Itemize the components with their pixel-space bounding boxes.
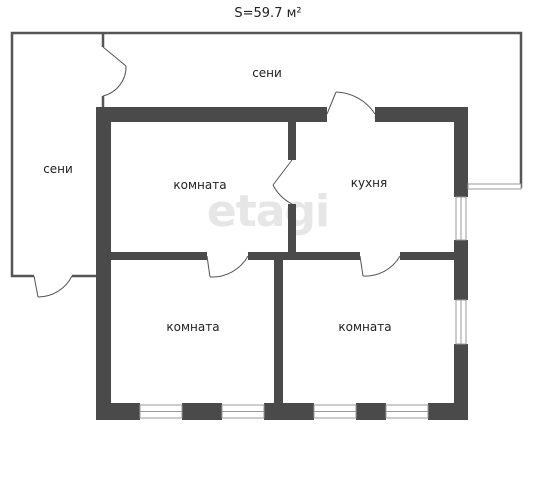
door-room-bottom-right xyxy=(359,255,401,277)
area-label: S=59.7 м² xyxy=(234,6,301,21)
watermark-logo: etagi xyxy=(207,186,329,237)
window-right-room xyxy=(455,299,467,345)
seni-outer-wall xyxy=(10,31,101,278)
door-room-bottom-left xyxy=(206,255,249,278)
door-room-kitchen xyxy=(272,159,293,205)
room-label-room-bottom-left: комната xyxy=(166,320,219,334)
windows xyxy=(139,183,522,419)
partition-mid-3 xyxy=(400,252,454,260)
partition-kitchen-lower xyxy=(288,204,296,260)
top-wall-right xyxy=(375,107,468,122)
window-bottom-2 xyxy=(221,404,265,419)
right-wall-1 xyxy=(454,107,468,197)
door-seni-divider xyxy=(102,46,127,97)
partition-kitchen-upper xyxy=(288,122,296,160)
bottom-wall-1 xyxy=(96,403,140,420)
bottom-wall-3 xyxy=(264,403,314,420)
partition-mid-2 xyxy=(248,252,360,260)
main-walls xyxy=(96,107,468,420)
left-wall xyxy=(96,107,111,420)
doors xyxy=(33,46,401,298)
right-wall-2 xyxy=(454,240,468,300)
room-label-room-top-left: комната xyxy=(173,178,226,192)
room-label-seni-left: сени xyxy=(43,162,73,176)
window-bottom-1 xyxy=(139,404,183,419)
partition-bottom-rooms xyxy=(274,260,283,403)
window-bottom-4 xyxy=(385,404,429,419)
bottom-wall-4 xyxy=(356,403,386,420)
partition-mid-1 xyxy=(111,252,207,260)
window-seni-right xyxy=(467,183,522,190)
room-label-seni-top: сени xyxy=(252,66,282,80)
door-seni-left-exit xyxy=(33,275,73,298)
room-label-kitchen: кухня xyxy=(351,176,388,190)
door-entrance-kitchen xyxy=(326,91,376,115)
window-bottom-3 xyxy=(313,404,357,419)
window-right-kitchen xyxy=(455,196,467,241)
room-label-room-bottom-right: комната xyxy=(338,320,391,334)
bottom-wall-2 xyxy=(182,403,222,420)
top-wall-left xyxy=(96,107,327,122)
right-wall-3 xyxy=(454,344,468,420)
